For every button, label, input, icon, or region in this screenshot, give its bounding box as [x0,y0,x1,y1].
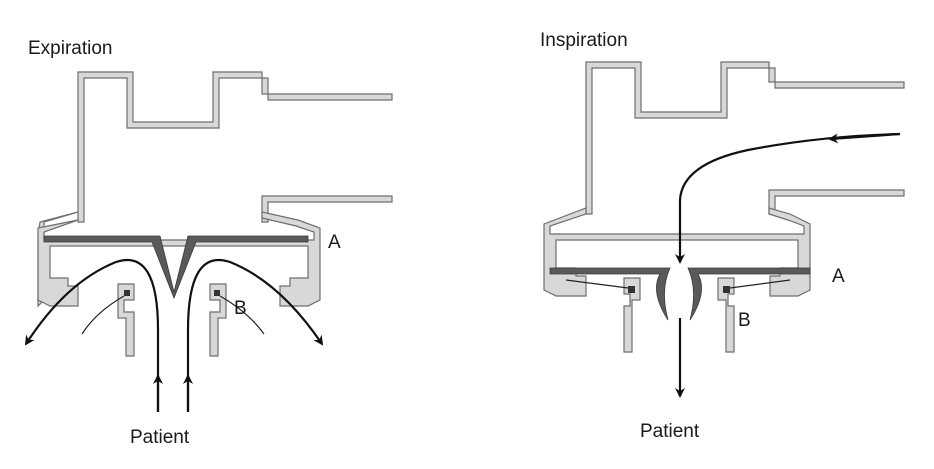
expiration-patient-label: Patient [130,427,190,448]
inspiration-right-support [717,277,735,353]
inspiration-valve-chamber [543,207,811,297]
inspiration-label-a: A [832,266,845,287]
inspiration-patient-label: Patient [640,421,700,442]
inspiration-label-b: B [738,310,751,331]
expiration-label-b: B [234,298,247,319]
expiration-valve [24,71,393,412]
expiration-upper-housing [77,71,393,223]
inspiration-left-support [623,277,641,353]
expiration-right-support [209,283,227,357]
inspiration-valve [543,61,905,398]
expiration-label-a: A [328,232,341,253]
expiration-flow-arrow-left [24,258,160,412]
inspiration-diaphragm-left [549,267,671,321]
expiration-flow-arrow-right [186,258,324,412]
inspiration-inlet-arrowhead [828,132,901,144]
expiration-left-support [117,283,135,357]
expiration-title: Expiration [28,38,113,59]
inspiration-side-port [768,189,905,215]
expiration-diaphragm [43,235,309,300]
inspiration-flow-arrow-in [675,132,901,264]
expiration-side-port [261,195,393,223]
inspiration-title: Inspiration [540,30,628,51]
inspiration-diaphragm-right [687,267,811,321]
inspiration-upper-housing [585,61,905,215]
